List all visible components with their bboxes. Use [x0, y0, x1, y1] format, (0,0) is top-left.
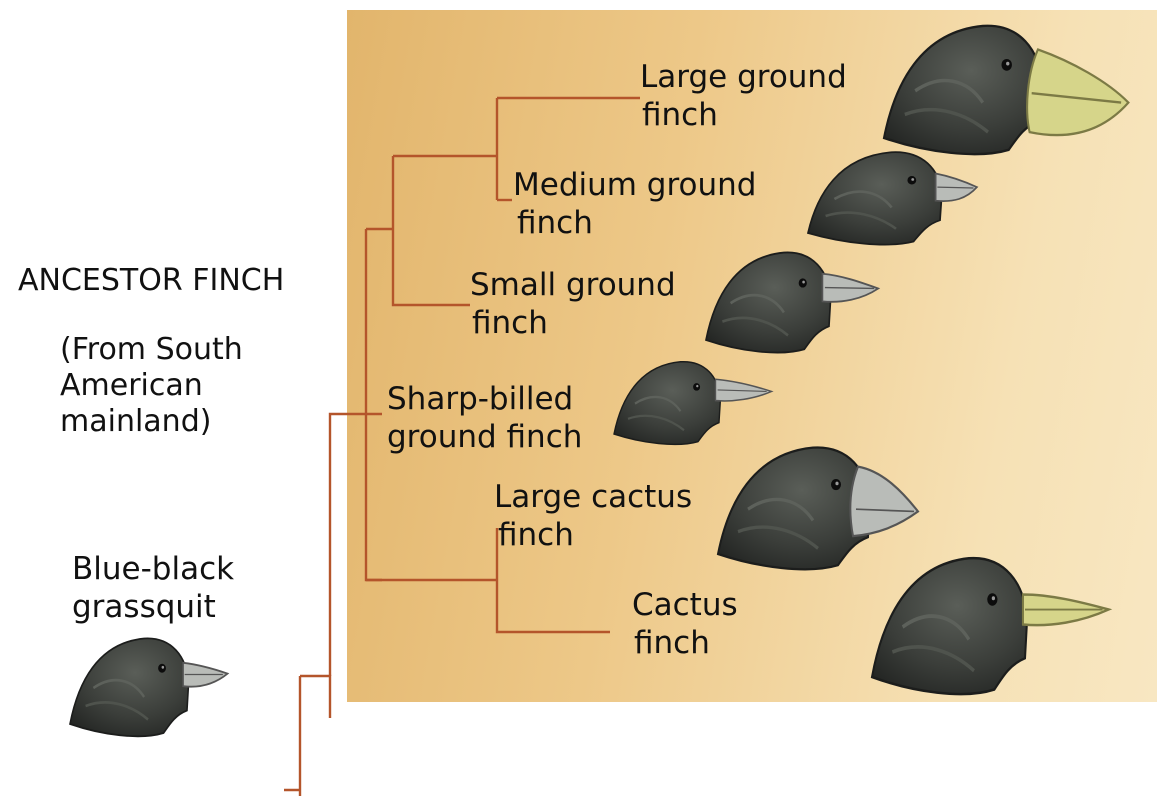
label-large-cactus-finch: Large cactus finch — [494, 478, 692, 554]
branch-islands-root — [330, 414, 382, 676]
large-ground-finch-illustration — [884, 26, 1128, 154]
branch-trunk — [284, 676, 300, 796]
sharp-billed-ground-finch-illustration — [614, 362, 772, 445]
label-sharp-billed-ground-finch: Sharp-billed ground finch — [387, 380, 582, 456]
medium-ground-finch-illustration — [808, 152, 977, 244]
label-small-ground-finch: Small ground finch — [470, 266, 676, 342]
cactus-finch-illustration — [872, 558, 1109, 694]
branch-outgroup — [300, 676, 330, 718]
branch-ground-split — [393, 156, 470, 305]
label-cactus-finch: Cactus finch — [632, 586, 738, 662]
branch-islands-split — [366, 229, 382, 580]
small-ground-finch-illustration — [706, 252, 878, 352]
ancestor-title: ANCESTOR FINCH — [18, 262, 284, 300]
blue-black-grassquit-illustration — [70, 638, 228, 736]
label-blue-black-grassquit: Blue-black grassquit — [72, 550, 234, 626]
ancestor-origin: (From South American mainland) — [60, 332, 243, 440]
label-medium-ground-finch: Medium ground finch — [513, 166, 757, 242]
label-large-ground-finch: Large ground finch — [640, 58, 847, 134]
large-cactus-finch-illustration — [718, 447, 918, 569]
